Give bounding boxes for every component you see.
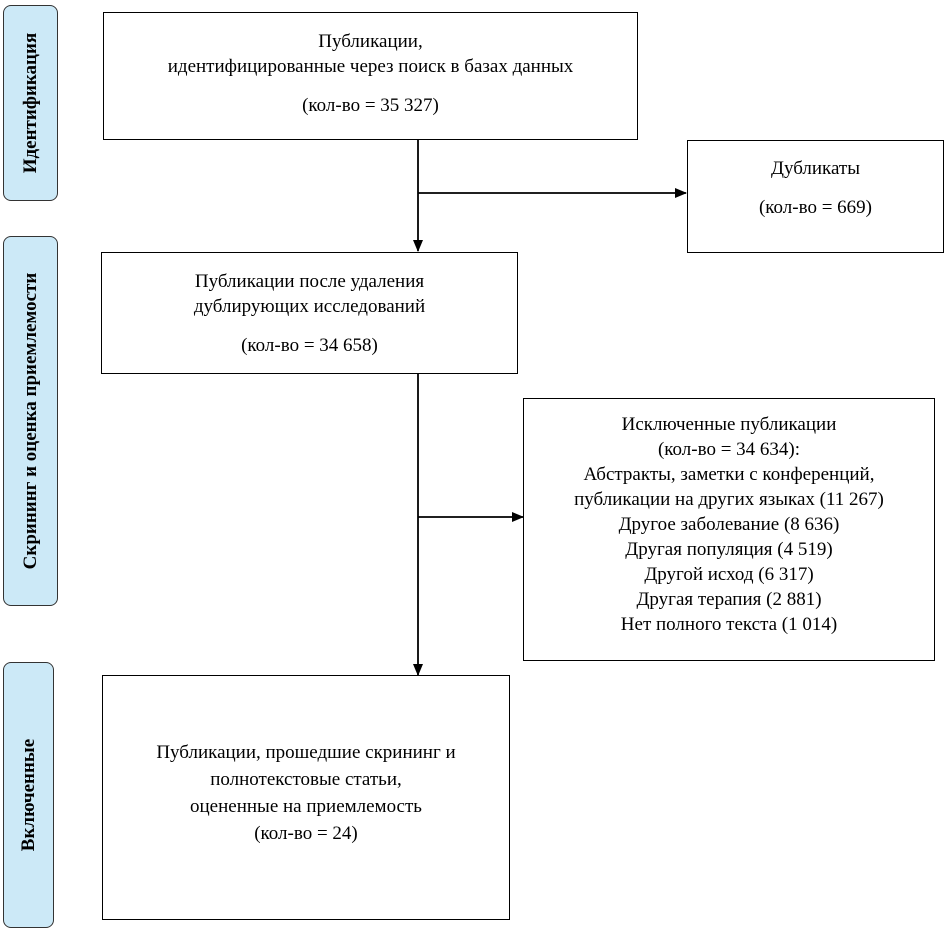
included-line1: Публикации, прошедшие скрининг и	[156, 742, 456, 763]
box-identified: Публикации, идентифицированные через пои…	[103, 12, 638, 140]
duplicates-count: (кол-во = 669)	[758, 197, 873, 218]
excluded-reason: Другая терапия (2 881)	[636, 589, 822, 610]
identified-count: (кол-во = 35 327)	[302, 95, 439, 116]
box-duplicates: Дубликаты (кол-во = 669)	[687, 140, 944, 253]
excluded-reason: публикации на других языках (11 267)	[574, 489, 884, 510]
box-after-dedup: Публикации после удаления дублирующих ис…	[101, 252, 518, 374]
box-included: Публикации, прошедшие скрининг и полноте…	[102, 675, 510, 920]
after-dedup-line2: дублирующих исследований	[193, 296, 426, 317]
identified-line1: Публикации,	[318, 31, 423, 52]
excluded-reason: Нет полного текста (1 014)	[620, 614, 838, 635]
after-dedup-count: (кол-во = 34 658)	[241, 335, 378, 356]
excluded-reason: Абстракты, заметки с конференций,	[583, 464, 875, 485]
excluded-reason: Другое заболевание (8 636)	[618, 514, 840, 535]
included-count: (кол-во = 24)	[254, 823, 358, 844]
included-line3: оцененные на приемлемость	[190, 796, 422, 817]
phase-screening: Скрининг и оценка приемлемости	[3, 236, 58, 606]
phase-identification: Идентификация	[3, 5, 58, 201]
excluded-reason: Другая популяция (4 519)	[625, 539, 833, 560]
after-dedup-line1: Публикации после удаления	[194, 271, 425, 292]
excluded-reason: Другой исход (6 317)	[644, 564, 814, 585]
identified-line2: идентифицированные через поиск в базах д…	[167, 56, 574, 77]
excluded-title: Исключенные публикации	[621, 414, 837, 435]
duplicates-title: Дубликаты	[770, 158, 860, 179]
phase-included: Включенные	[3, 662, 54, 928]
included-line2: полнотекстовые статьи,	[210, 769, 402, 790]
excluded-count: (кол-во = 34 634):	[657, 439, 801, 460]
box-excluded: Исключенные публикации (кол-во = 34 634)…	[523, 398, 935, 661]
